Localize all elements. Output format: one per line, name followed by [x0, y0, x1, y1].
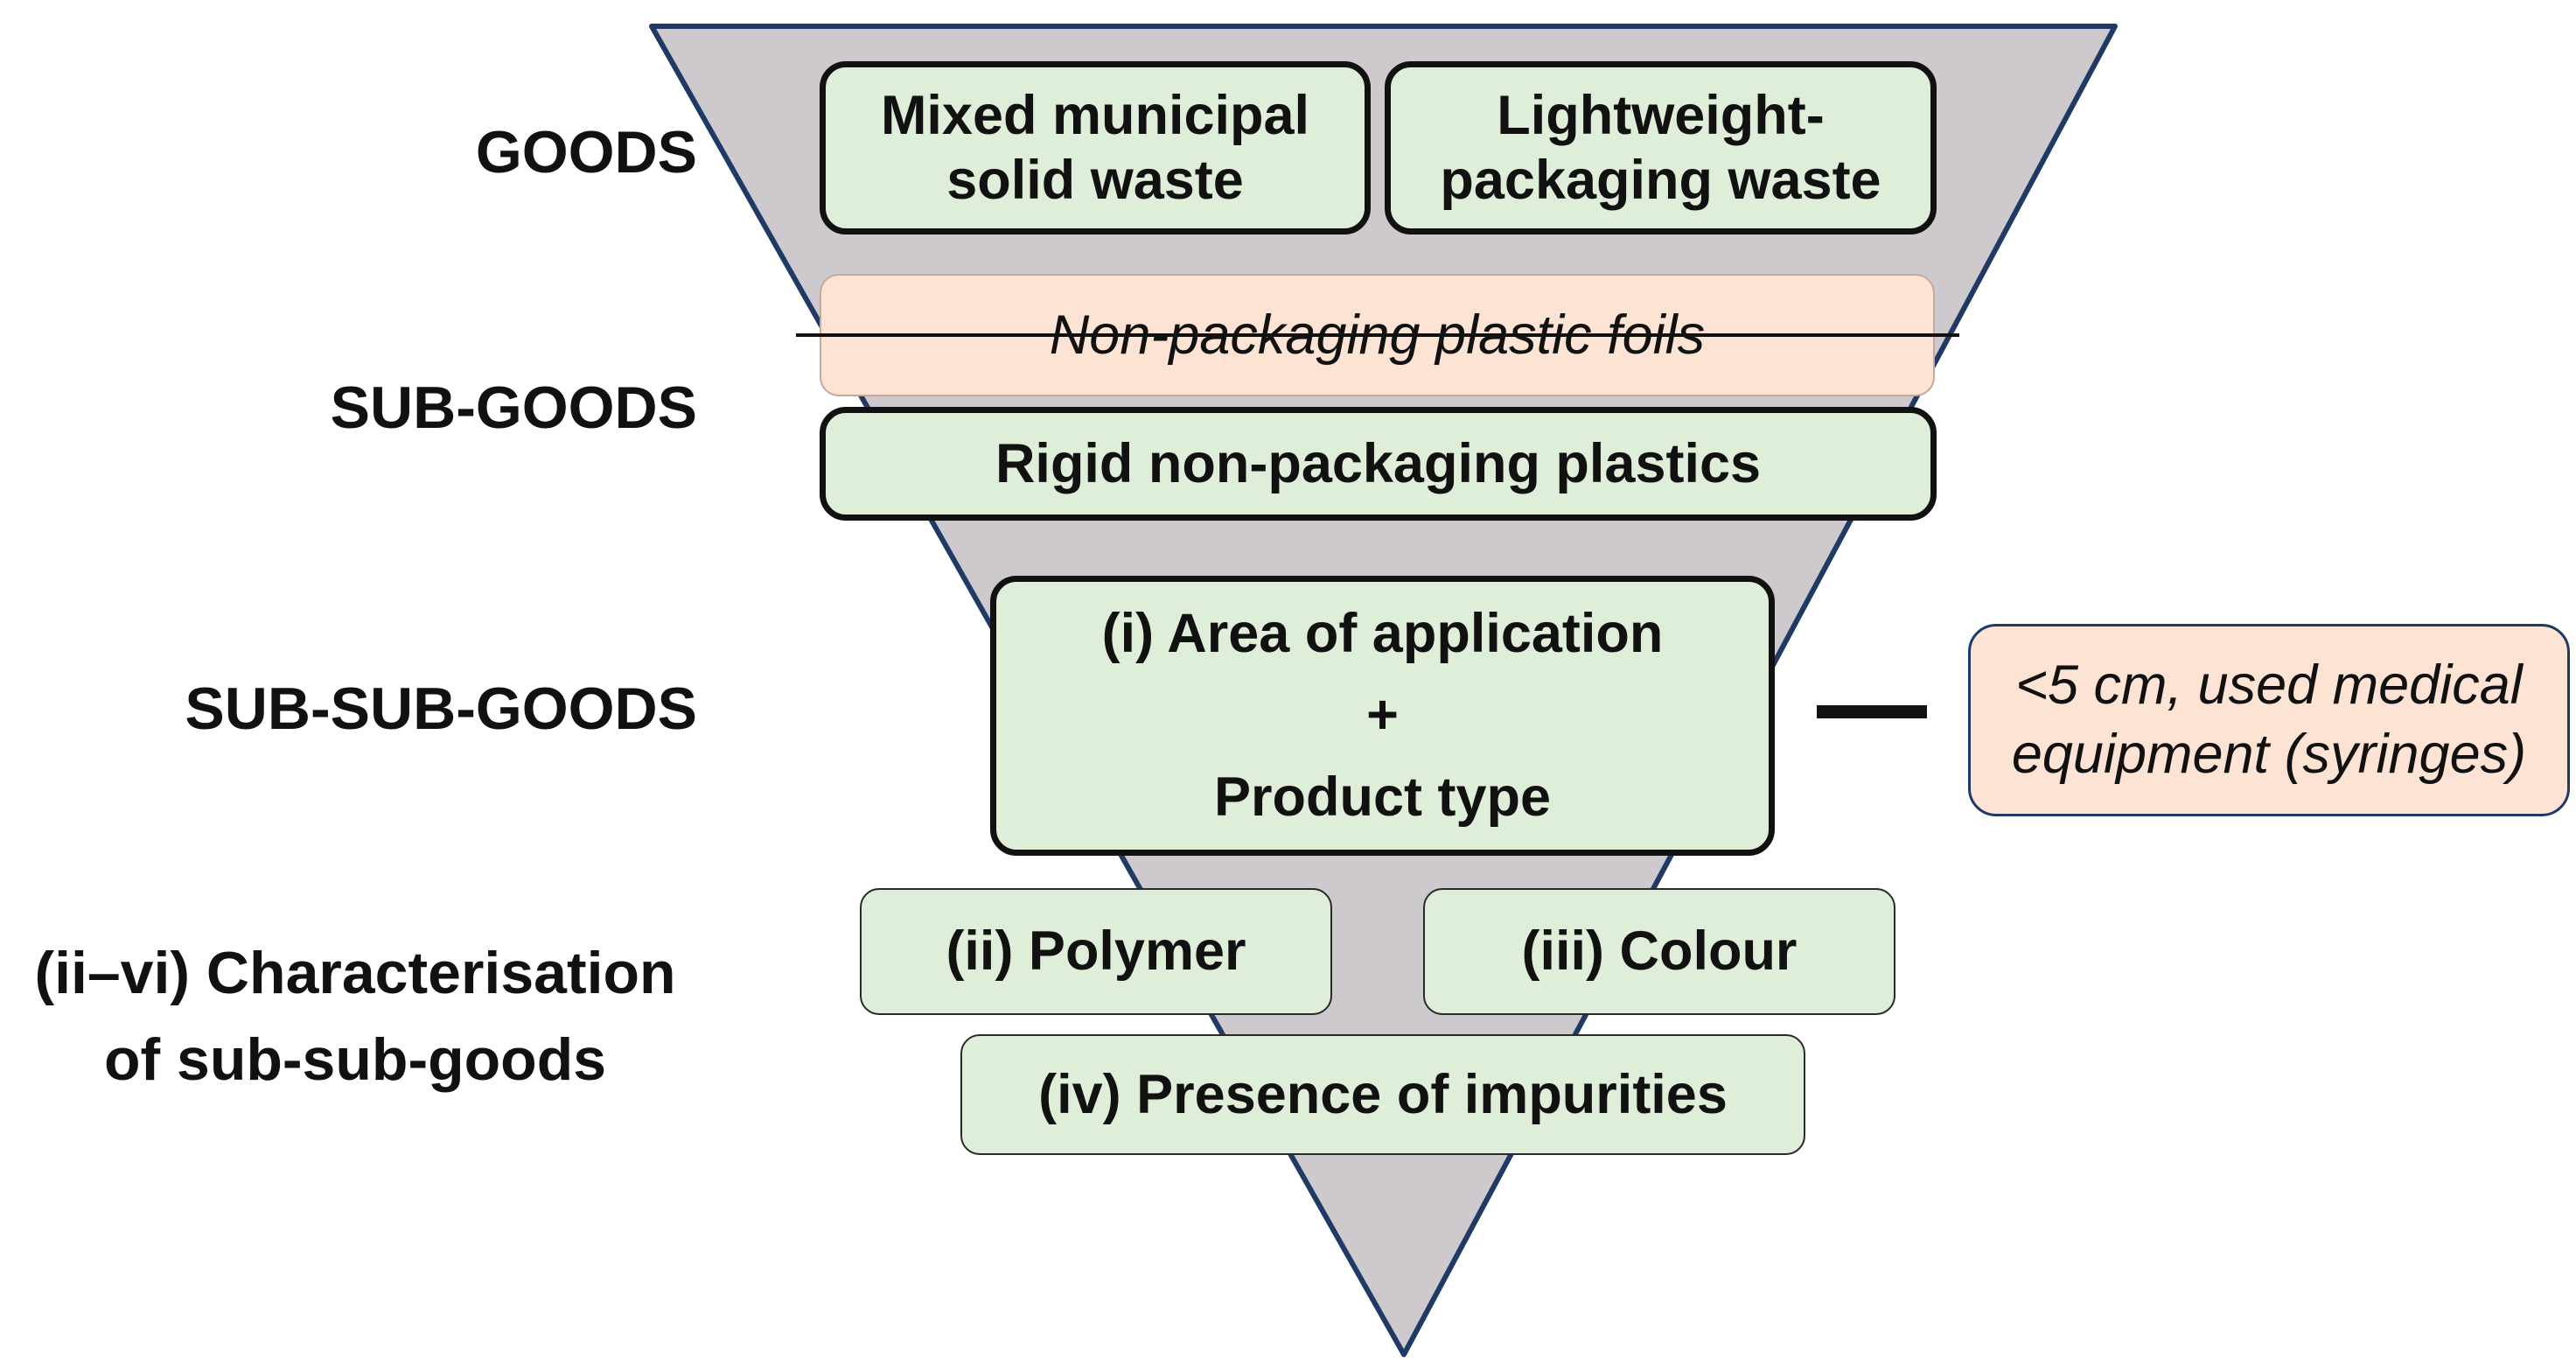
characterisation-label-line2: of sub-sub-goods: [103, 1026, 607, 1093]
exclusion-note-line2: equipment (syringes): [2011, 724, 2527, 785]
level-label-sub-goods: SUB-GOODS: [330, 374, 697, 441]
rigid-non-packaging-plastics-box: Rigid non-packaging plastics: [820, 407, 1937, 521]
polymer-box: (ii) Polymer: [860, 888, 1332, 1015]
exclusion-note-line1: <5 cm, used medical: [2015, 654, 2523, 717]
characterisation-label-line1: (ii–vi) Characterisation: [34, 940, 676, 1006]
product-type-line: Product type: [1213, 766, 1552, 828]
mixed-waste-line2: solid waste: [946, 150, 1244, 211]
polymer-label: (ii) Polymer: [946, 920, 1246, 983]
presence-of-impurities-box: (iv) Presence of impurities: [960, 1034, 1805, 1155]
lightweight-packaging-waste-box: Lightweight- packaging waste: [1385, 61, 1937, 234]
mixed-municipal-solid-waste-box: Mixed municipal solid waste: [820, 61, 1371, 234]
mixed-waste-line1: Mixed municipal: [880, 84, 1310, 146]
strikethrough-line: [796, 333, 1959, 337]
level-label-characterisation: (ii–vi) Characterisation of sub-sub-good…: [0, 930, 710, 1102]
rigid-plastics-label: Rigid non-packaging plastics: [995, 432, 1762, 494]
colour-box: (iii) Colour: [1423, 888, 1895, 1015]
level-label-sub-sub-goods: SUB-SUB-GOODS: [185, 676, 697, 742]
lightweight-line2: packaging waste: [1440, 150, 1881, 211]
plus-sign: +: [1366, 684, 1399, 746]
area-of-application-product-type-box: (i) Area of application + Product type: [990, 576, 1775, 856]
exclusion-dash: [1817, 705, 1927, 718]
impurities-label: (iv) Presence of impurities: [1038, 1063, 1728, 1125]
exclusion-note-box: <5 cm, used medical equipment (syringes): [1968, 624, 2570, 816]
lightweight-line1: Lightweight-: [1497, 84, 1825, 146]
level-label-goods: GOODS: [475, 119, 697, 186]
colour-label: (iii) Colour: [1521, 920, 1798, 983]
area-of-application-line: (i) Area of application: [1101, 603, 1664, 665]
